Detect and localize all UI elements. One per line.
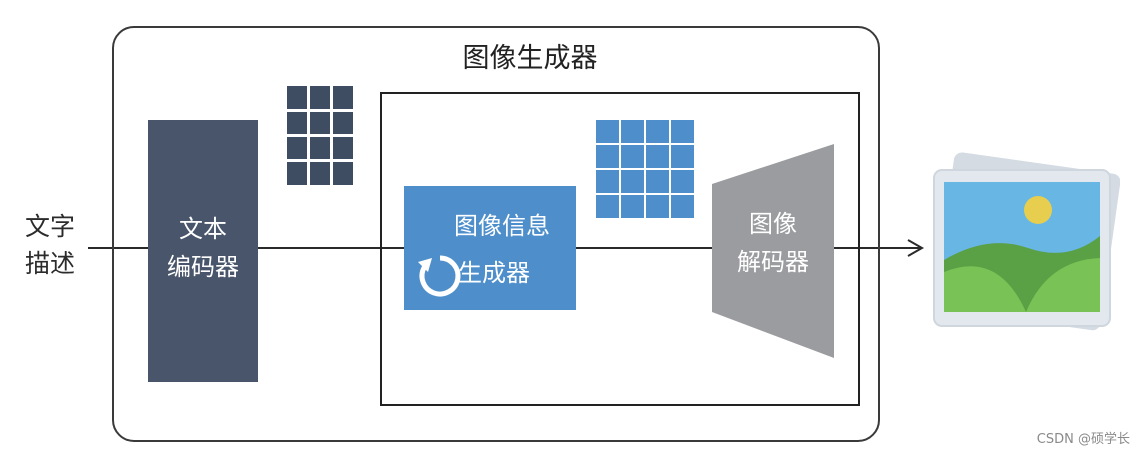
text-encoder-line2: 编码器 — [167, 253, 239, 281]
watermark: CSDN @硕学长 — [1036, 432, 1130, 447]
text-encoder-line1: 文本 — [179, 215, 227, 243]
loop-refresh-icon — [418, 255, 461, 297]
image-icon — [933, 152, 1120, 331]
text-encoder-block — [148, 120, 258, 382]
latent-grid — [596, 120, 694, 218]
image-generator-frame — [112, 26, 880, 442]
image-generator-title: 图像生成器 — [462, 43, 598, 74]
image-info-generator-block — [404, 186, 576, 310]
image-decoder-line2: 解码器 — [737, 248, 809, 276]
image-decoder-block — [712, 144, 834, 358]
input-label-line2: 描述 — [24, 249, 75, 278]
text-encoder-label: 文本 编码器 — [148, 210, 258, 286]
token-embedding-grid — [287, 86, 353, 185]
input-label-line1: 文字 — [24, 212, 75, 241]
image-info-generator-line1: 图像信息 — [454, 212, 550, 240]
image-info-generator-line2: 生成器 — [458, 259, 530, 287]
input-text-label: 文字 描述 — [14, 208, 86, 282]
inner-generation-frame — [380, 92, 860, 406]
image-decoder-label: 图像 解码器 — [712, 205, 834, 281]
image-decoder-line1: 图像 — [749, 210, 797, 238]
output-arrow-head — [907, 239, 925, 257]
